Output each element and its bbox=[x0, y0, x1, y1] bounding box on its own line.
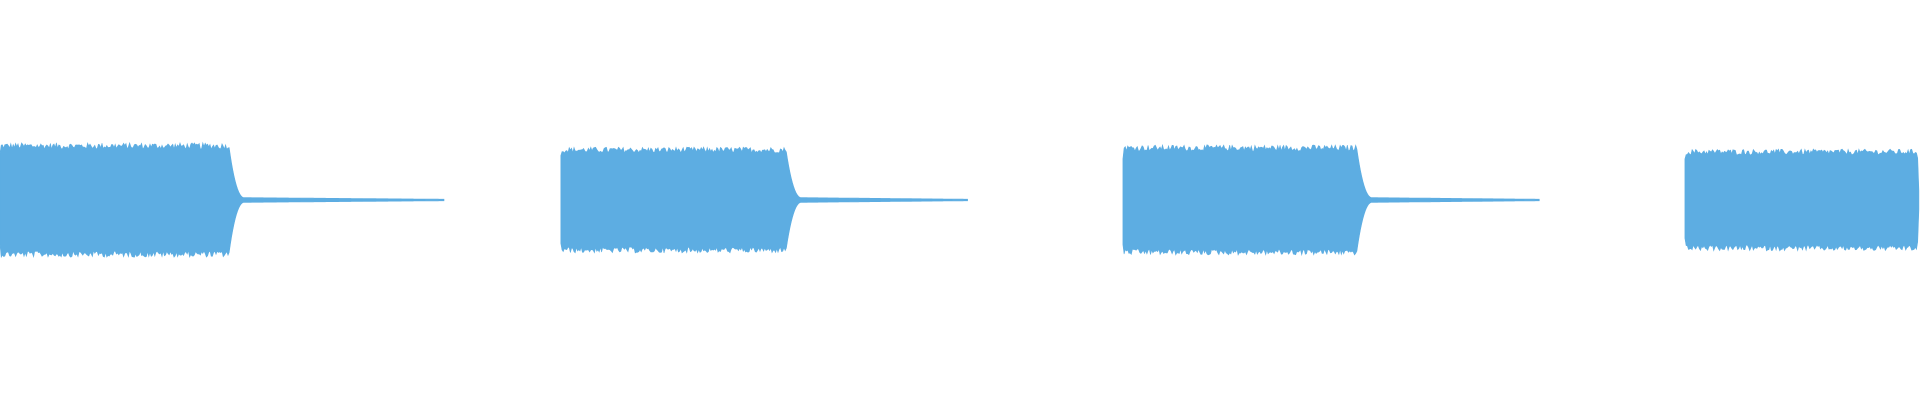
waveform-burst-2 bbox=[560, 146, 968, 254]
waveform-burst-4 bbox=[1684, 148, 1920, 252]
waveform-burst-1 bbox=[0, 141, 445, 259]
waveform-burst-3 bbox=[1122, 143, 1540, 257]
